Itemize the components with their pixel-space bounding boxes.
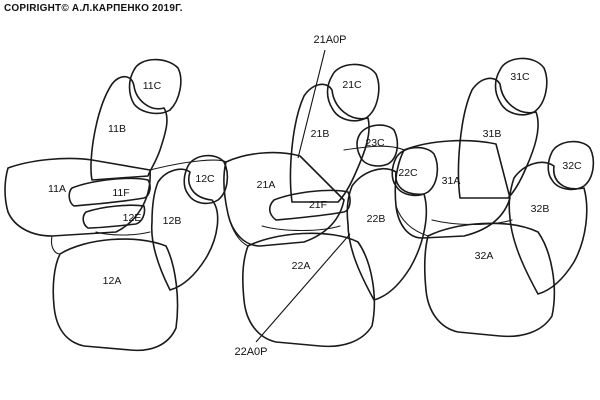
label-31c: 31C <box>510 71 530 83</box>
headrest-23c-shape <box>356 124 399 167</box>
label-31b: 31B <box>483 128 502 140</box>
leader-line-21a0p <box>297 49 326 159</box>
label-32a: 32A <box>475 250 494 262</box>
label-11f: 11F <box>112 187 129 199</box>
armrest-21f-shape <box>268 189 351 221</box>
side-back-32b-shape <box>508 161 588 295</box>
label-32c: 32C <box>562 160 582 172</box>
rear-seat-group <box>394 57 595 338</box>
base-line-left <box>50 235 61 255</box>
backrest-31b-shape <box>457 77 539 199</box>
callout-21a0p: 21A0P <box>313 34 346 46</box>
label-31a: 31A <box>442 175 461 187</box>
label-12e: 12E <box>123 212 142 224</box>
side-cushion-32a-shape <box>423 222 556 338</box>
label-32b: 32B <box>531 203 550 215</box>
label-22c: 22C <box>398 167 418 179</box>
armrest-12e-shape <box>82 204 146 229</box>
label-11b: 11B <box>108 123 126 135</box>
front-seat-group <box>4 58 229 352</box>
side-back-12b-shape <box>150 168 219 291</box>
side-cushion-22a-shape <box>242 232 376 348</box>
rear-seam-line <box>431 219 513 226</box>
connector-line-top <box>149 159 227 171</box>
headrest-12c-shape <box>183 154 229 205</box>
armrest-11f-shape <box>68 177 151 207</box>
label-11a: 11A <box>48 183 66 195</box>
label-11c: 11C <box>143 80 162 92</box>
label-12a: 12A <box>103 275 122 287</box>
label-22b: 22B <box>367 213 386 225</box>
headrest-31c-shape <box>494 57 548 116</box>
label-21f: 21F <box>309 199 327 211</box>
label-12c: 12C <box>195 173 215 185</box>
label-21a: 21A <box>257 179 276 191</box>
label-22a: 22A <box>292 260 311 272</box>
leader-line-22a0p <box>255 233 351 343</box>
backrest-11b-shape <box>90 75 168 181</box>
headrest-22c-shape <box>391 146 439 197</box>
label-21c: 21C <box>342 79 362 91</box>
headrest-32c-shape <box>547 140 595 191</box>
copyright-notice: COPIRIGHT© А.Л.КАРПЕНКО 2019Г. <box>4 3 183 14</box>
cushion-11a-shape <box>4 157 151 237</box>
base-line-mid <box>227 213 249 247</box>
base-line-right <box>395 205 429 237</box>
cushion-31a-shape <box>394 139 511 239</box>
middle-seat-group <box>223 63 439 348</box>
connector-line-top2 <box>343 145 405 151</box>
middle-seam-line <box>261 225 341 231</box>
label-12b: 12B <box>163 215 182 227</box>
cushion-21a-shape <box>223 151 345 247</box>
headrest-21c-shape <box>326 63 380 122</box>
front-seam-line <box>95 231 151 236</box>
callout-22a0p: 22A0P <box>234 346 267 358</box>
side-back-22b-shape <box>346 168 428 301</box>
label-21b: 21B <box>311 128 330 140</box>
headrest-11c-shape <box>128 58 182 115</box>
side-cushion-12a-shape <box>52 238 179 352</box>
label-23c: 23C <box>365 137 385 149</box>
